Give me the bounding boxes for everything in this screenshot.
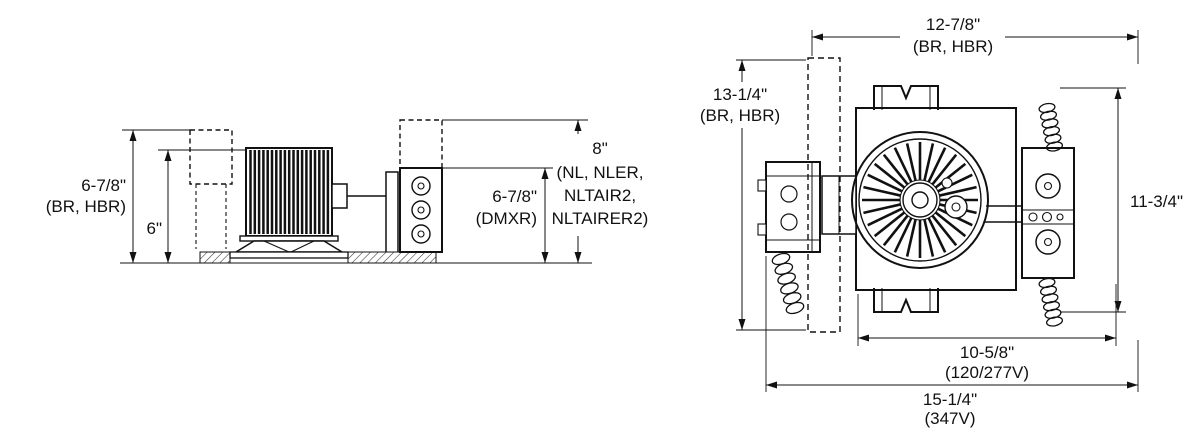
- knockout-circle: [1056, 213, 1064, 221]
- dim-label-left-note: (BR, HBR): [700, 106, 780, 125]
- dim-label-dmxr: 6-7/8": [492, 187, 537, 206]
- fin-inner-ring: [899, 179, 941, 221]
- dim-label-overall-width-note: (347V): [924, 409, 975, 428]
- trim-inner-line-right: [290, 240, 315, 253]
- mounting-bracket: [385, 171, 399, 252]
- dim-label-right: 11-3/4": [1130, 192, 1183, 211]
- junction-box-left: [765, 161, 821, 253]
- dim-label-8in-note-2: NLTAIR2,: [564, 186, 636, 205]
- knockout-detail-center: [951, 202, 961, 212]
- receptacle-mid: [411, 200, 431, 220]
- knockout-circle: [1041, 211, 1053, 223]
- dim-label-overall-width: 15-1/4": [923, 390, 977, 409]
- junction-box-raised-dashed: [189, 129, 233, 185]
- dim-label-top: 12-7/8": [926, 15, 980, 34]
- trim-inner-line-left: [263, 240, 290, 253]
- junction-box-side: [399, 167, 443, 253]
- dim-label-height-6: 6": [147, 219, 163, 238]
- spring-top: [1038, 102, 1064, 152]
- dim-label-8in-note-3: NLTAIRER2): [552, 209, 649, 228]
- receptacle-plan-bottom-pin: [1043, 237, 1053, 247]
- ceiling-section-right: [347, 251, 437, 264]
- receptacle-top: [411, 176, 431, 196]
- dim-label-8in: 8": [592, 139, 608, 158]
- dim-label-8in-note-1: (NL, NLER,: [557, 163, 644, 182]
- trim-ring: [851, 131, 989, 269]
- trim-flange: [229, 251, 349, 259]
- dim-label-height-br-note: (BR, HBR): [46, 197, 126, 216]
- flex-conduit-coil: [771, 252, 805, 315]
- heatsink-fins-radial: [862, 142, 978, 258]
- receptacle-bottom: [411, 224, 431, 244]
- bar-hanger-bracket-bottom: [873, 288, 939, 313]
- receptacle-mid-pin: [417, 206, 425, 214]
- side-view-elevation: 6-7/8" (BR, HBR) 6" 6-7/8" (DMXR) 8" (NL…: [46, 119, 649, 264]
- receptacle-bottom-pin: [417, 230, 425, 238]
- receptacle-plan-top-pin: [1043, 181, 1053, 191]
- junction-box-left-tab: [757, 223, 767, 236]
- ceiling-section-left: [199, 251, 231, 264]
- dim-label-top-note: (BR, HBR): [913, 37, 993, 56]
- bar-hanger-bracket-top: [873, 85, 939, 110]
- dim-label-left: 13-1/4": [713, 85, 767, 104]
- knockout-circle: [780, 185, 798, 203]
- knockout-circle: [1028, 212, 1038, 222]
- knockout-detail: [944, 195, 968, 219]
- junction-box-left-tab: [757, 179, 767, 192]
- receptacle-plan-bottom: [1035, 229, 1061, 255]
- pivot-detail: [941, 177, 953, 189]
- plan-view: 12-7/8" (BR, HBR) 13-1/4" (BR, HBR) 11-3…: [700, 15, 1183, 428]
- dim-label-height-br: 6-7/8": [81, 176, 126, 195]
- dim-label-dmxr-note: (DMXR): [476, 209, 537, 228]
- trim-cone: [233, 240, 345, 253]
- spring-bottom: [1038, 277, 1064, 327]
- bar-hanger-extended-dashed: [807, 57, 841, 333]
- side-driver-box: [331, 183, 348, 209]
- heatsink-fins: [249, 150, 330, 234]
- knockout-circle: [780, 213, 798, 231]
- hub-outer: [902, 182, 938, 218]
- hub-inner: [911, 191, 929, 209]
- heatsink-ring: [858, 138, 982, 262]
- junction-box-extension-dashed: [399, 119, 443, 169]
- receptacle-plan-top: [1035, 173, 1061, 199]
- dim-label-inner-width: 10-5/8": [960, 343, 1014, 362]
- dim-label-inner-width-note: (120/277V): [945, 363, 1029, 382]
- receptacle-top-pin: [417, 182, 425, 190]
